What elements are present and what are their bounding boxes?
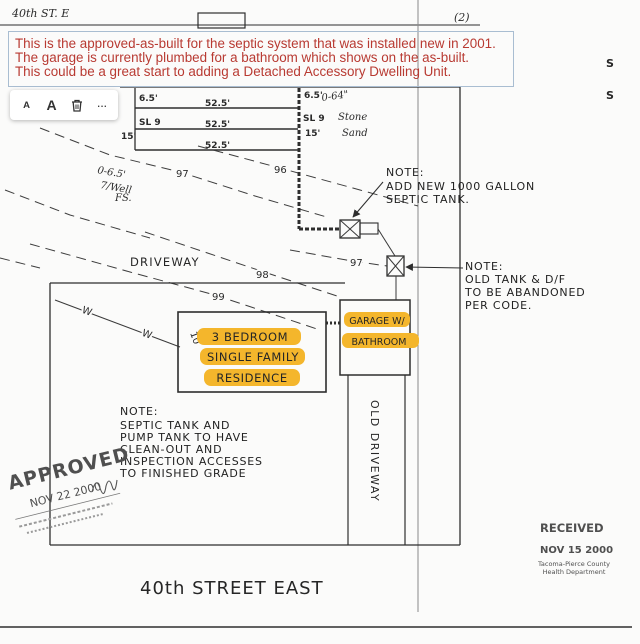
water-line xyxy=(54,299,181,348)
note-text: SEPTIC TANK AND xyxy=(120,419,230,432)
residence-label: 3 BEDROOM xyxy=(212,330,288,344)
header-box xyxy=(197,12,246,29)
tank-connector xyxy=(377,228,396,257)
received-stamp-title: RECEIVED xyxy=(540,521,604,535)
handwritten-note: 0-6.5' xyxy=(96,165,126,181)
dimension-label: SL 9 xyxy=(139,118,161,128)
received-stamp-agency: Health Department xyxy=(543,568,606,576)
contour-line xyxy=(39,127,331,219)
note-text: PER CODE. xyxy=(465,299,532,312)
note-text: PUMP TANK TO HAVE xyxy=(120,431,249,444)
note-label: NOTE: xyxy=(465,260,503,273)
dimension-label: 15' xyxy=(121,132,136,142)
contour-line xyxy=(0,257,41,269)
street-label: 40th STREET EAST xyxy=(140,578,324,599)
garage-label: GARAGE W/ xyxy=(349,316,405,327)
sheet-mark: (2) xyxy=(454,11,470,24)
dimension-label: 6.5' xyxy=(304,91,323,101)
contour-line xyxy=(289,249,388,267)
edge-letter: S xyxy=(606,89,614,102)
trash-icon xyxy=(71,99,82,112)
received-stamp-agency: Tacoma-Pierce County xyxy=(537,560,610,568)
annotation-line: The garage is currently plumbed for a ba… xyxy=(15,50,470,66)
water-line-mark: W xyxy=(80,305,93,319)
note-text: ADD NEW 1000 GALLON xyxy=(386,180,535,193)
annotation-toolbar: A A ··· xyxy=(10,90,118,120)
old-driveway-label: OLD DRIVEWAY xyxy=(368,400,381,502)
note-label: NOTE: xyxy=(120,405,158,418)
highlight xyxy=(344,312,410,327)
water-line-mark: W xyxy=(140,328,153,342)
note-text: TO FINISHED GRADE xyxy=(119,467,246,480)
approved-stamp: APPROVED NOV 22 2000 xyxy=(6,443,132,534)
note-text: SEPTIC TANK. xyxy=(386,193,470,206)
old-septic-tank xyxy=(386,255,405,277)
note-label: NOTE: xyxy=(386,166,424,179)
highlight xyxy=(204,369,300,386)
note-text: CLEAN-OUT AND xyxy=(120,443,222,456)
dimension-label: SL 9 xyxy=(303,114,325,124)
received-stamp-date: NOV 15 2000 xyxy=(540,545,613,556)
dimension-label: 6.5' xyxy=(139,94,158,104)
residence-label: SINGLE FAMILY xyxy=(207,350,299,364)
residence-outline xyxy=(177,311,327,393)
annotation-textbox[interactable]: This is the approved-as-built for the se… xyxy=(8,31,514,87)
residence-label: RESIDENCE xyxy=(216,371,287,385)
more-options-button[interactable]: ··· xyxy=(96,97,108,113)
edge-letter: S xyxy=(606,57,614,70)
driveway-label: DRIVEWAY xyxy=(130,255,200,269)
contour-line xyxy=(4,189,151,239)
delete-button[interactable] xyxy=(64,93,89,117)
handwritten-note: Sand xyxy=(342,128,368,139)
highlight xyxy=(200,348,305,365)
handwritten-note: Stone xyxy=(338,112,367,123)
handwritten-note: 7/Well xyxy=(99,180,132,196)
contour-label: 97 xyxy=(176,169,189,180)
note-arrow xyxy=(405,263,464,271)
contour-label: 99 xyxy=(212,292,225,303)
contour-label: 98 xyxy=(256,270,269,281)
handwritten-note: FS. xyxy=(114,193,132,204)
annotation-line: This could be a great start to adding a … xyxy=(15,64,452,80)
garage-label: BATHROOM xyxy=(352,337,407,348)
annotation-line: This is the approved-as-built for the se… xyxy=(15,36,496,51)
handwritten-note: 0-64" xyxy=(321,89,349,104)
contour-label: 97 xyxy=(350,258,363,269)
note-arrow xyxy=(352,181,384,218)
note-text: INSPECTION ACCESSES xyxy=(120,455,263,468)
highlight xyxy=(342,333,419,348)
contour-label: 96 xyxy=(274,165,287,176)
dimension-label: 15' xyxy=(305,129,320,139)
dimension-label: 52.5' xyxy=(205,99,230,109)
contour-line xyxy=(197,145,419,207)
note-text: OLD TANK & D/F xyxy=(465,273,566,286)
approver-signature xyxy=(91,479,118,495)
decrease-font-size-button[interactable]: A xyxy=(23,99,30,111)
note-text: TO BE ABANDONED xyxy=(464,286,585,299)
increase-font-size-button[interactable]: A xyxy=(46,97,57,113)
dimension-label: 52.5' xyxy=(205,120,230,130)
dimension-label: 52.5' xyxy=(205,141,230,151)
new-septic-tank xyxy=(339,219,379,239)
contour-line xyxy=(144,231,341,298)
street-header-note: 40th ST. E xyxy=(11,7,69,20)
highlight xyxy=(197,328,301,345)
